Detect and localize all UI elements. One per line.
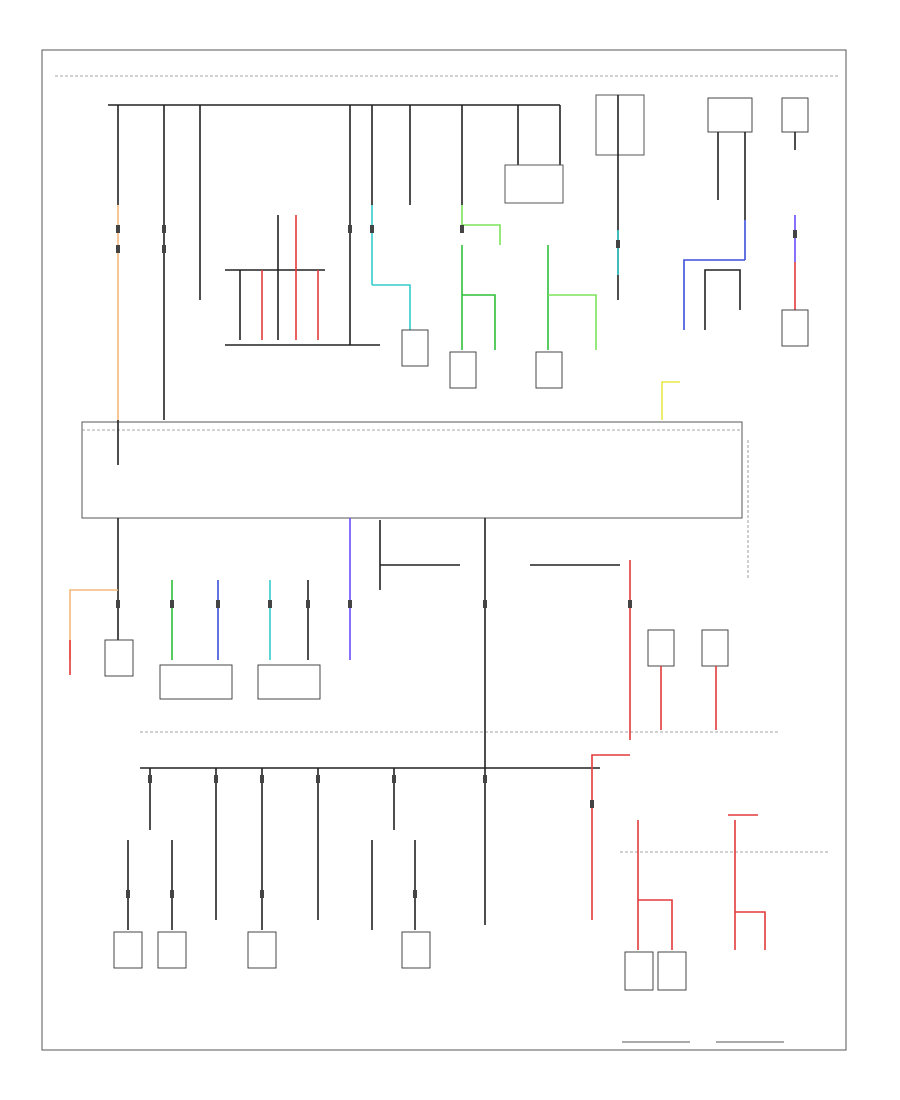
bottom-drops	[127, 768, 416, 930]
wire-red-tail-2	[638, 899, 673, 950]
wire-orange-lower	[69, 589, 118, 660]
left-taillight-2	[657, 951, 687, 991]
relay-box-top	[595, 94, 645, 156]
component-right-sensor	[781, 309, 809, 347]
component-cyan	[401, 329, 429, 367]
wire-cyan-2	[372, 284, 411, 330]
wire-green-2	[462, 294, 496, 350]
wire-green-4	[548, 294, 597, 350]
component-green-left	[449, 351, 477, 389]
right-relay-2	[701, 629, 729, 667]
wire-yellow	[661, 381, 680, 420]
bottom-component-2	[157, 931, 187, 969]
wire-lime-top	[461, 205, 501, 245]
right-headlight	[257, 664, 321, 700]
right-relay-1	[647, 629, 675, 667]
wire-red-tail-5	[735, 911, 766, 950]
relay-mid-top	[504, 164, 564, 204]
top-feed-wires	[117, 105, 561, 205]
left-taillight-1	[624, 951, 654, 991]
under-dash-fuse-box	[81, 421, 743, 519]
sensor-top-right	[781, 97, 809, 133]
connector-pins	[116, 225, 797, 898]
wire-red-lower-4	[591, 754, 630, 920]
bottom-component-4	[401, 931, 431, 969]
bottom-component-1	[113, 931, 143, 969]
combination-switch-top	[707, 97, 753, 133]
wire-blue-2	[683, 259, 745, 330]
left-headlight	[159, 664, 233, 700]
component-lower-left	[104, 639, 134, 677]
component-green-right	[535, 351, 563, 389]
diagram-frame	[41, 49, 847, 1051]
bottom-component-3	[247, 931, 277, 969]
